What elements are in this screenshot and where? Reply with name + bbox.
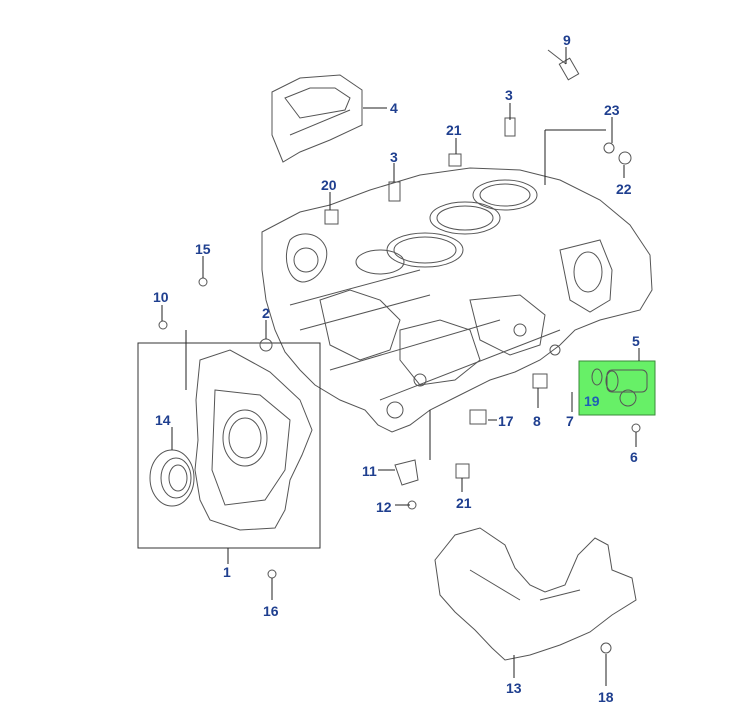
highlighted-part-5 — [578, 360, 656, 416]
callout-11: 11 — [362, 463, 377, 479]
part-10-bolt — [158, 320, 168, 330]
part-2-seal-ring — [259, 338, 273, 352]
callout-20: 20 — [321, 177, 337, 193]
callout-14: 14 — [155, 412, 171, 428]
part-21-plug-upper — [448, 153, 462, 167]
part-15-bolt — [198, 277, 208, 287]
part-11-bracket — [394, 459, 419, 486]
part-9-sensor — [547, 49, 580, 81]
part-8-fitting — [532, 373, 548, 389]
callout-9: 9 — [563, 32, 571, 48]
callout-3-upper: 3 — [505, 87, 513, 103]
front-cover — [194, 349, 313, 531]
callout-5: 5 — [632, 333, 640, 349]
part-16-bolt — [267, 569, 277, 579]
part-3-dowel-upper — [504, 117, 516, 137]
callout-17: 17 — [498, 413, 514, 429]
callout-15: 15 — [195, 241, 211, 257]
callout-21-lower: 21 — [456, 495, 472, 511]
callout-6: 6 — [630, 449, 638, 465]
part-17-plug — [469, 409, 487, 425]
part-4-cover-plate — [271, 74, 363, 163]
callout-8: 8 — [533, 413, 541, 429]
callout-18: 18 — [598, 689, 614, 705]
callout-22: 22 — [616, 181, 632, 197]
part-20-plug — [324, 209, 339, 225]
callout-3-lower: 3 — [390, 149, 398, 165]
part-5-oil-jet — [605, 369, 648, 407]
engine-block — [261, 167, 653, 433]
callout-7: 7 — [566, 413, 574, 429]
part-6-bolt — [631, 423, 641, 433]
part-23-clip — [603, 142, 615, 154]
leader-lines — [161, 47, 640, 686]
callout-23: 23 — [604, 102, 620, 118]
callout-16: 16 — [263, 603, 279, 619]
part-13-heat-shield — [434, 527, 637, 661]
callout-19: 19 — [584, 393, 600, 409]
part-18-bolt — [600, 642, 612, 654]
part-1-front-cover-group — [137, 342, 321, 549]
part-3-dowel-lower — [388, 181, 401, 202]
callout-21-upper: 21 — [446, 122, 462, 138]
part-19-o-ring — [591, 368, 603, 386]
callout-4: 4 — [390, 100, 398, 116]
callout-10: 10 — [153, 289, 169, 305]
cover-outline-frame — [137, 342, 321, 549]
crankshaft-front-seal — [149, 449, 195, 507]
callout-12: 12 — [376, 499, 392, 515]
callout-1: 1 — [223, 564, 231, 580]
callout-2: 2 — [262, 305, 270, 321]
part-22-plug — [618, 151, 632, 165]
part-21-plug-lower — [455, 463, 470, 479]
callout-13: 13 — [506, 680, 522, 696]
